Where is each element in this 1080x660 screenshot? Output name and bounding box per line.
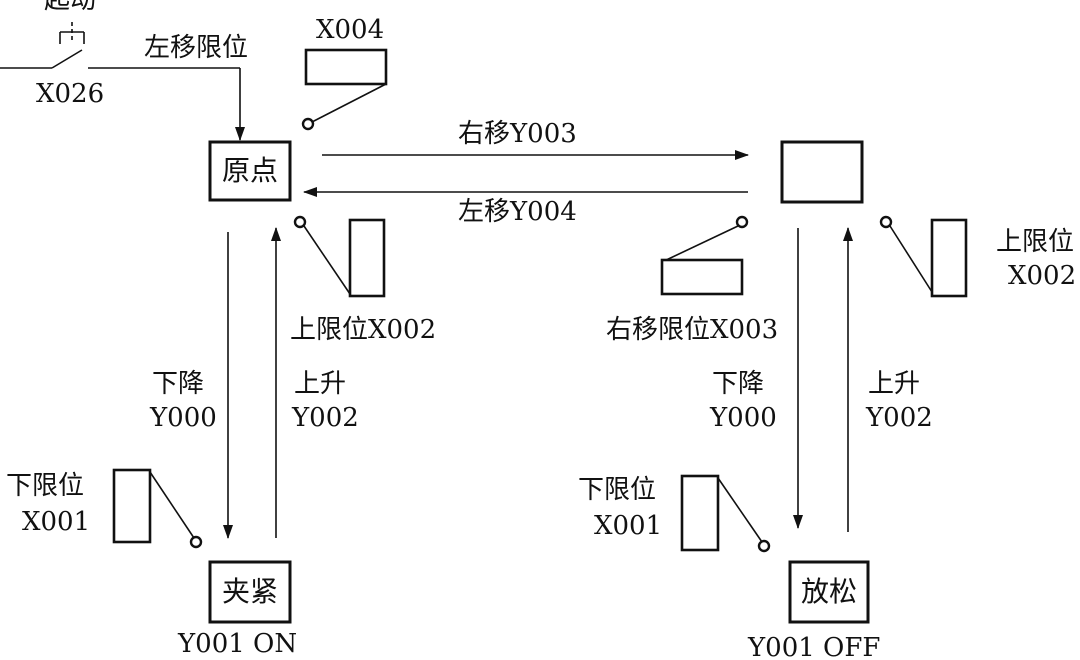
upper-right-label-1: 上限位 <box>996 227 1074 257</box>
right-limit-switch-body <box>660 258 744 296</box>
down-left-label-1: 下降 <box>152 369 204 399</box>
left-limit-label: 左移限位 <box>144 33 248 63</box>
lower-left-label-2: X001 <box>22 507 90 537</box>
state-origin: 原点 <box>208 140 292 202</box>
down-right-label-1: 下降 <box>712 369 764 399</box>
limit-switch-right: 右移限位X003 <box>606 215 778 345</box>
up-left-label-2: Y002 <box>291 403 359 433</box>
down-right-label-2: Y000 <box>709 403 777 433</box>
lower-right-switch-body <box>680 474 720 552</box>
upper-left-lever <box>303 225 351 295</box>
limit-switch-lower-right: 下限位 X001 <box>578 474 771 553</box>
transition-up-right: 上升 Y002 <box>843 227 933 532</box>
transition-up-left: 上升 Y002 <box>271 227 359 538</box>
right-limit-pivot <box>735 215 749 229</box>
lower-left-switch-body <box>112 468 152 544</box>
move-right-label: 右移Y003 <box>458 119 577 149</box>
limit-switch-upper-right: 上限位 X002 <box>879 215 1076 298</box>
upper-left-switch-body <box>348 218 386 298</box>
start-label: 起动 <box>44 0 96 15</box>
transition-right: 右移Y003 <box>322 119 749 160</box>
upper-right-lever <box>889 225 933 293</box>
origin-box <box>208 140 292 202</box>
release-label: 放松 <box>801 575 857 608</box>
state-clamp: 夹紧 Y001 ON <box>177 560 297 659</box>
limit-switch-upper-left: 上限位X002 <box>290 215 436 345</box>
origin-label: 原点 <box>222 154 278 187</box>
clamp-label: 夹紧 <box>222 575 278 608</box>
transition-left: 左移Y004 <box>303 187 748 227</box>
lower-left-lever <box>149 471 195 539</box>
limit-switch-lower-left: 下限位 X001 <box>6 468 203 549</box>
limit-switch-x004: X004 <box>301 15 388 131</box>
transition-down-right: 下降 Y000 <box>709 228 803 529</box>
up-right-label-1: 上升 <box>868 369 920 399</box>
upper-left-label: 上限位X002 <box>290 315 436 345</box>
lower-left-label-1: 下限位 <box>6 471 84 501</box>
upper-right-switch-body <box>930 218 968 298</box>
x004-lever <box>311 83 387 123</box>
right-limit-label: 右移限位X003 <box>606 315 778 345</box>
x004-pivot <box>301 117 315 131</box>
clamp-box <box>208 560 292 624</box>
up-left-label-1: 上升 <box>294 369 346 399</box>
right-limit-lever <box>661 225 739 263</box>
release-output-label: Y001 OFF <box>747 633 880 660</box>
x004-label: X004 <box>316 15 384 45</box>
start-contact: 起动 X026 左移限位 <box>0 0 248 141</box>
lower-right-pivot <box>757 539 771 553</box>
lower-right-lever <box>717 477 763 543</box>
upper-right-label-2: X002 <box>1008 261 1076 291</box>
start-input-label: X026 <box>36 79 104 109</box>
state-right <box>780 140 864 204</box>
right-position-box <box>780 140 864 204</box>
lower-right-label-2: X001 <box>594 511 662 541</box>
state-release: 放松 Y001 OFF <box>747 560 880 660</box>
lower-right-label-1: 下限位 <box>578 475 656 505</box>
start-contact-blade <box>51 49 83 69</box>
down-left-label-2: Y000 <box>149 403 217 433</box>
upper-left-pivot <box>293 215 307 229</box>
clamp-output-label: Y001 ON <box>177 629 297 659</box>
release-box <box>788 560 870 624</box>
x004-switch-body <box>304 48 388 86</box>
lower-left-pivot <box>189 535 203 549</box>
up-right-label-2: Y002 <box>865 403 933 433</box>
move-left-label: 左移Y004 <box>458 197 577 227</box>
upper-right-pivot <box>879 215 893 229</box>
transition-down-left: 下降 Y000 <box>149 232 233 539</box>
